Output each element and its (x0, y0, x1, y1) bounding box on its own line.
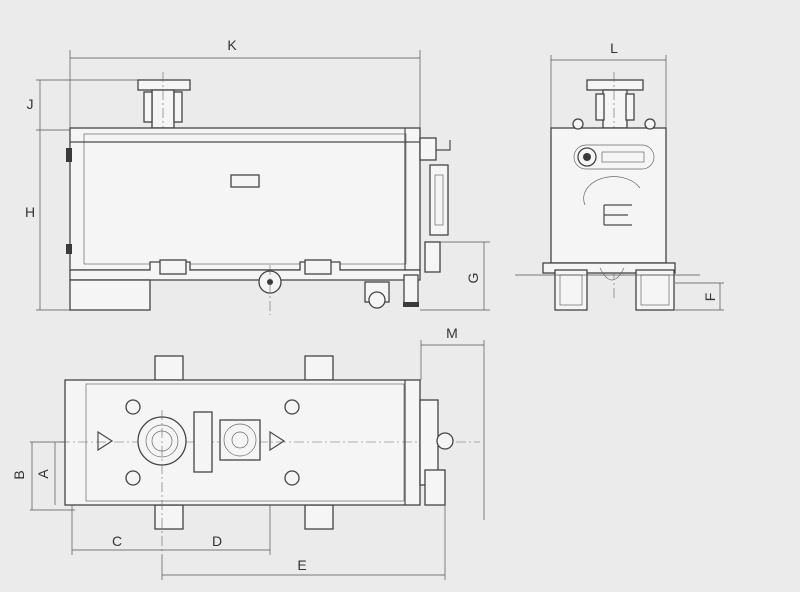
side-view: K J H G (25, 37, 490, 315)
dim-label-h: H (25, 204, 35, 220)
dim-label-a: A (35, 469, 51, 479)
top-view: M (11, 325, 485, 580)
dim-label-b: B (11, 470, 27, 479)
dim-label-g: G (465, 273, 481, 284)
dim-label-j: J (27, 96, 34, 112)
dim-label-f: F (702, 293, 718, 302)
dim-label-e: E (297, 557, 306, 573)
dim-label-l: L (610, 40, 618, 56)
dim-label-k: K (227, 37, 237, 53)
dim-label-c: C (112, 533, 122, 549)
dim-label-d: D (212, 533, 222, 549)
dim-label-m: M (446, 325, 458, 341)
end-view: L F (515, 40, 724, 311)
